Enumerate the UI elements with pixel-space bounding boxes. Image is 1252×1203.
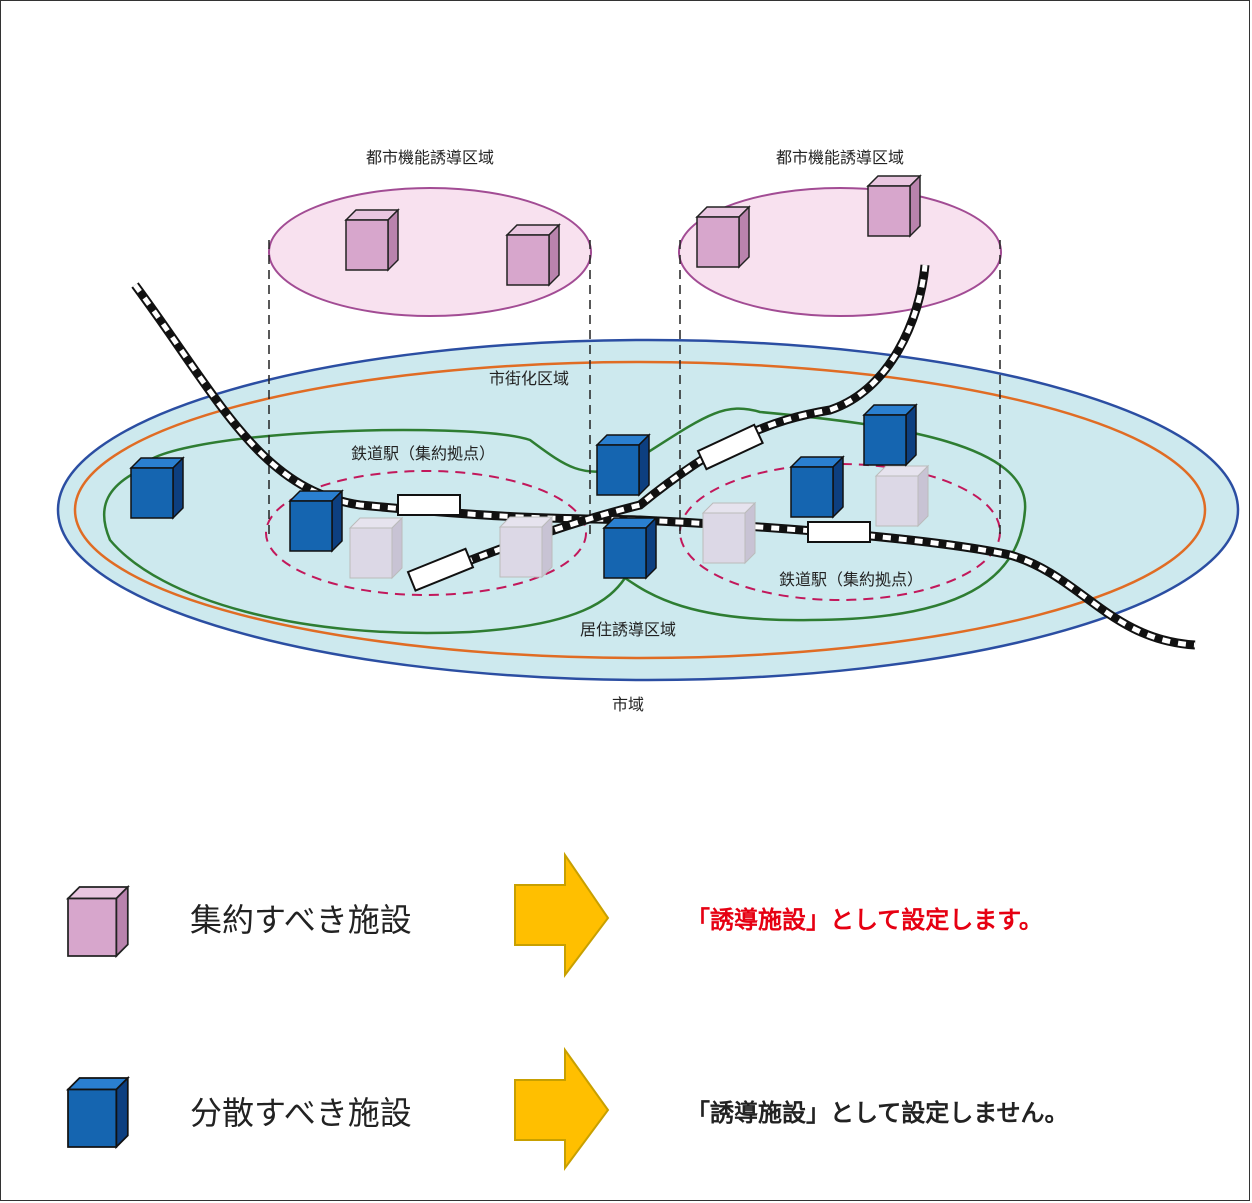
legend-pink-cube-icon [67, 886, 129, 957]
legend-blue-cube-icon [67, 1077, 129, 1148]
label-station-right: 鉄道駅（集約拠点） [779, 570, 923, 589]
legend-disperse-label: 分散すべき施設 [190, 1094, 412, 1132]
station-zone-left [265, 470, 587, 596]
label-residential-area: 居住誘導区域 [580, 620, 676, 639]
residential-area-outline [102, 407, 1027, 635]
label-city-function-area-left: 都市機能誘導区域 [366, 148, 494, 167]
city-area-ellipse [56, 338, 1240, 682]
projection-lines [268, 240, 1001, 535]
label-urbanization-area: 市街化区域 [489, 369, 569, 388]
legend-arrow-icon-1 [514, 851, 610, 978]
legend-arrow-icon-2 [514, 1046, 610, 1172]
legend-concentrate-result: 「誘導施設」として設定します。 [686, 906, 1043, 934]
label-station-left: 鉄道駅（集約拠点） [351, 444, 495, 463]
label-city-function-area-right: 都市機能誘導区域 [776, 148, 904, 167]
legend-concentrate-label: 集約すべき施設 [190, 901, 412, 939]
train-cars [397, 423, 871, 592]
legend-disperse-result: 「誘導施設」として設定しません。 [686, 1099, 1069, 1127]
urbanization-area-ellipse [73, 360, 1207, 660]
label-city-area: 市域 [612, 695, 644, 714]
